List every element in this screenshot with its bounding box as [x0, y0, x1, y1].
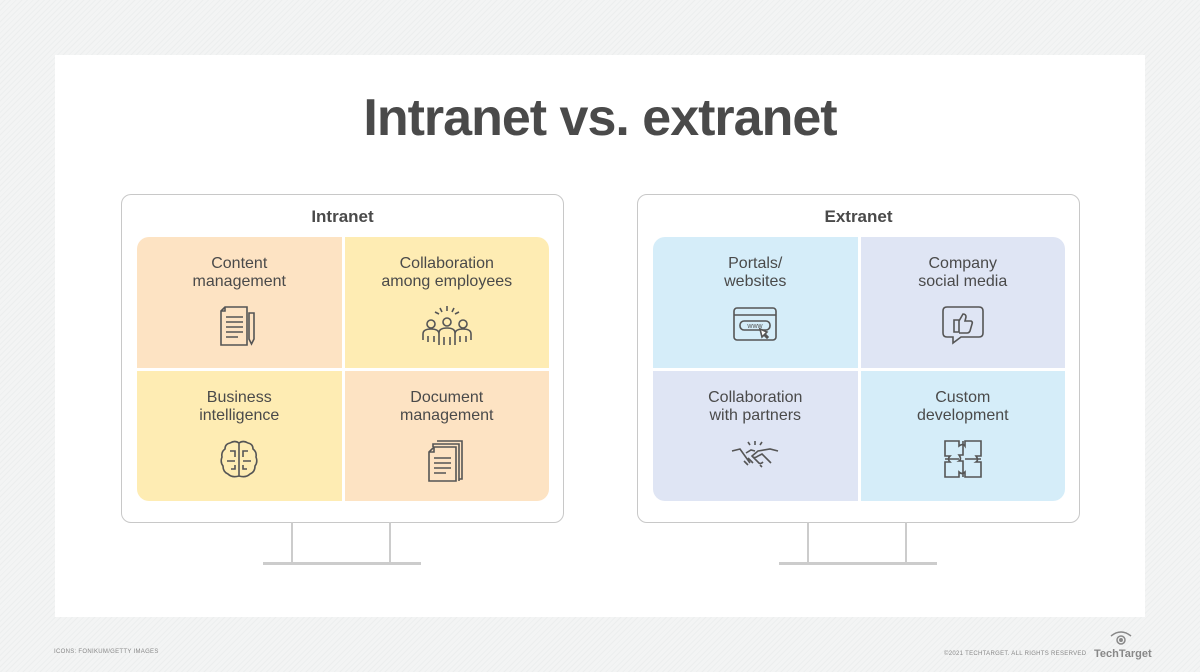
- cell-portals-websites: Portals/websites www: [653, 237, 858, 368]
- brain-circuit-icon: [220, 440, 258, 477]
- icon-credit: ICONS: FONIKUM/GETTY IMAGES: [54, 649, 159, 655]
- team-icon: [421, 306, 472, 345]
- techtarget-logo: TechTarget: [1094, 630, 1152, 660]
- page-title: Intranet vs. extranet: [363, 89, 837, 147]
- intranet-base: [263, 562, 421, 565]
- copyright: ©2021 TECHTARGET. ALL RIGHTS RESERVED: [944, 651, 1087, 657]
- extranet-base: [779, 562, 937, 565]
- intranet-stand: [291, 522, 391, 563]
- handshake-icon: [732, 440, 779, 468]
- extranet-title: Extranet: [824, 207, 893, 226]
- intranet-title: Intranet: [311, 207, 374, 226]
- document-pencil-icon: [220, 306, 256, 346]
- extranet-stand: [807, 522, 907, 563]
- documents-icon: [427, 439, 463, 482]
- svg-text:www: www: [747, 323, 764, 330]
- puzzle-icon: [943, 439, 982, 478]
- browser-www-icon: www: [733, 307, 778, 341]
- eye-logo-icon: [1110, 631, 1132, 645]
- thumbs-up-bubble-icon: [941, 306, 984, 345]
